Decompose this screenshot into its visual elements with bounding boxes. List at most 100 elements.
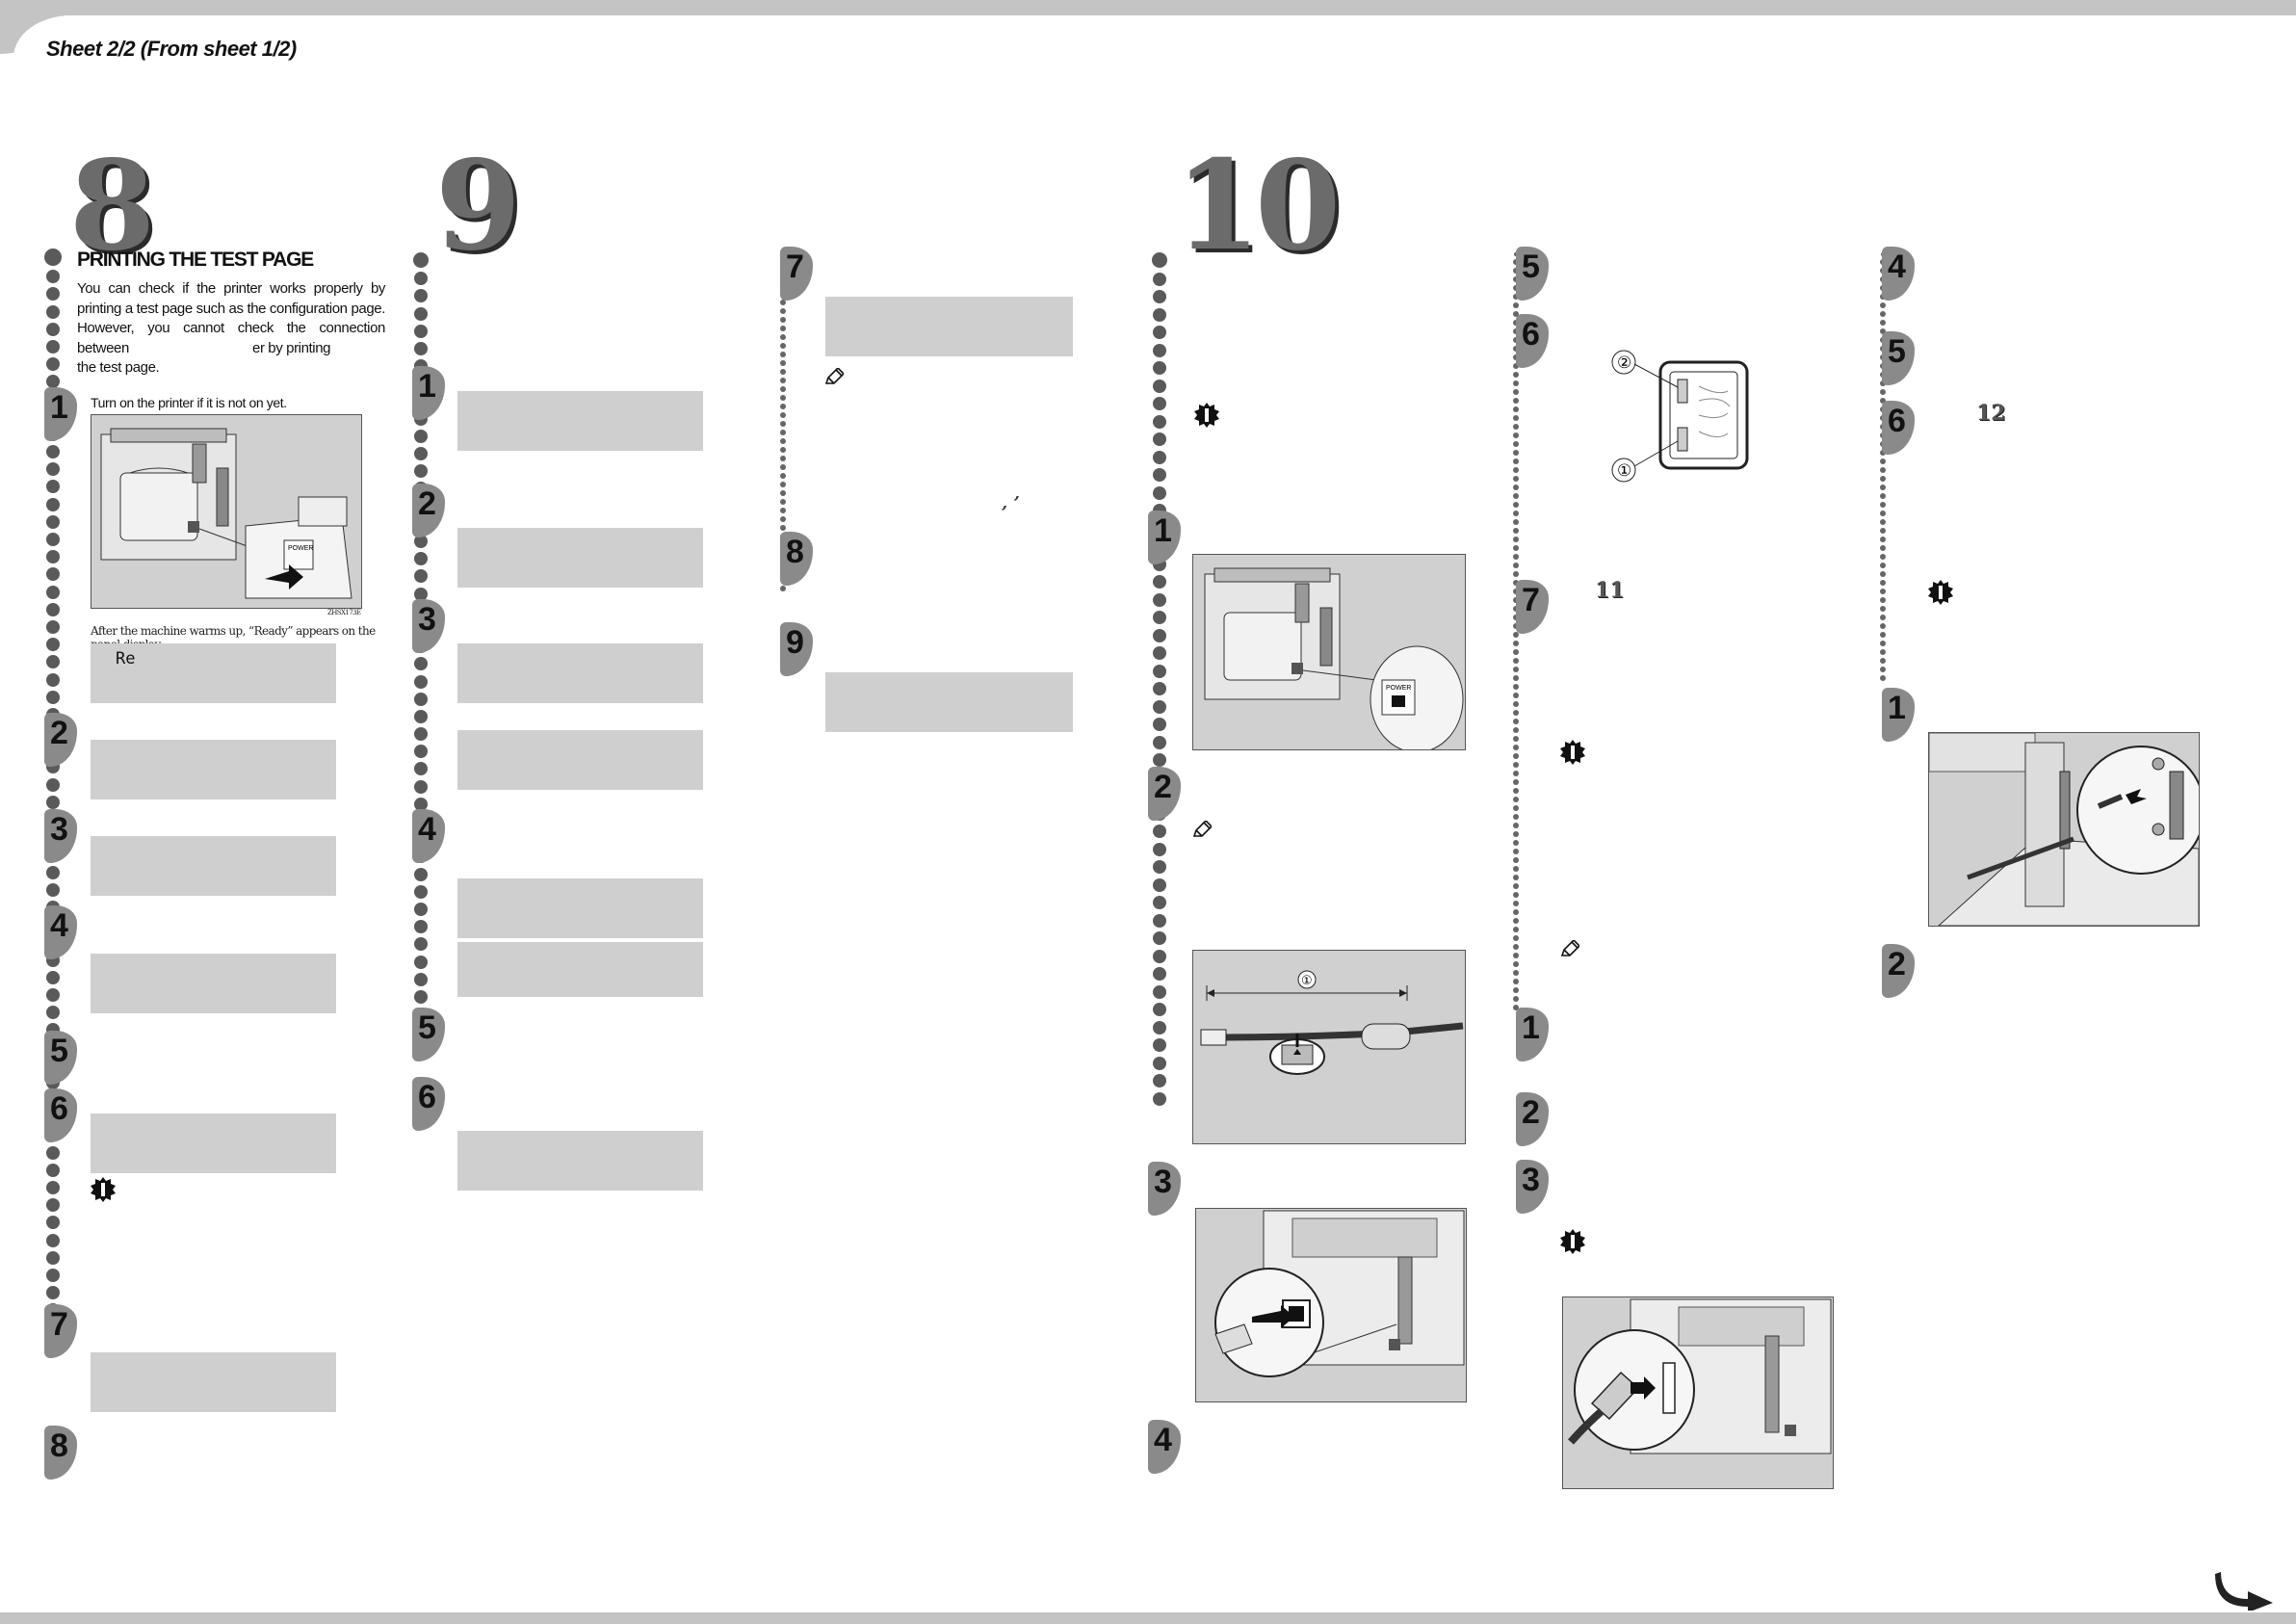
decorative-dot — [1513, 788, 1519, 794]
decorative-dot — [780, 360, 786, 366]
cable-length-label: ① — [1301, 974, 1313, 988]
decorative-dot — [780, 326, 786, 331]
decorative-dot — [1153, 290, 1166, 303]
decorative-dot — [46, 690, 60, 704]
decorative-dot — [1513, 719, 1519, 724]
decorative-dot — [1153, 967, 1166, 981]
decorative-dot — [414, 341, 428, 355]
step-badge: 6 — [412, 1077, 445, 1131]
decorative-dot — [1513, 987, 1519, 993]
display-box — [457, 730, 703, 790]
step-badge: 7 — [44, 1304, 77, 1358]
decorative-dot — [1153, 575, 1166, 589]
decorative-dot — [1153, 343, 1166, 357]
decorative-dot — [780, 508, 786, 513]
note-pencil-icon — [824, 368, 844, 384]
display-box — [457, 942, 703, 997]
decorative-dot — [1513, 563, 1519, 568]
decorative-dot — [46, 445, 60, 459]
step-badge: 3 — [1148, 1162, 1181, 1216]
dot-column-section-10c — [1880, 252, 1886, 684]
sheet-label: Sheet 2/2 (From sheet 1/2) — [46, 37, 297, 61]
decorative-dot — [46, 882, 60, 897]
decorative-dot — [1513, 701, 1519, 707]
decorative-dot — [1153, 646, 1166, 660]
decorative-dot — [1153, 611, 1166, 624]
decorative-dot — [414, 920, 428, 934]
important-icon — [1928, 580, 1953, 605]
decorative-dot — [414, 937, 428, 952]
decorative-dot — [1153, 877, 1166, 892]
step-badge: 5 — [44, 1031, 77, 1085]
decorative-dot — [780, 352, 786, 357]
decorative-dot — [414, 552, 428, 566]
step-badge: 1 — [1148, 511, 1181, 564]
display-box — [91, 1113, 336, 1173]
key-glyphs: ‚ ’ — [1002, 493, 1020, 513]
decorative-dot — [1880, 563, 1886, 568]
step-badge: 4 — [1148, 1420, 1181, 1474]
decorative-dot — [780, 447, 786, 453]
decorative-dot — [1513, 866, 1519, 872]
decorative-dot — [46, 672, 60, 687]
decorative-dot — [1513, 398, 1519, 404]
step-1-text: Turn on the printer if it is not on yet. — [91, 395, 287, 410]
decorative-dot — [780, 404, 786, 409]
decorative-dot — [414, 324, 428, 338]
next-page-arrow-icon[interactable] — [2215, 1566, 2277, 1611]
reference-number-12: 12 — [1976, 401, 2006, 426]
decorative-dot — [46, 1198, 60, 1213]
intro-line: printing a test page such as the configu… — [77, 300, 385, 317]
decorative-dot — [414, 727, 428, 742]
decorative-dot — [1513, 372, 1519, 378]
important-icon — [1560, 1229, 1585, 1254]
decorative-dot — [1880, 589, 1886, 594]
decorative-dot — [1513, 415, 1519, 421]
decorative-dot — [1153, 825, 1166, 838]
step-badge: 2 — [44, 713, 77, 767]
section-number-8: 8 — [69, 134, 155, 278]
step-badge: 1 — [1882, 688, 1915, 742]
decorative-dot — [780, 430, 786, 435]
decorative-dot — [46, 1006, 60, 1020]
display-box — [91, 1352, 336, 1412]
decorative-dot — [1513, 649, 1519, 655]
decorative-dot — [1153, 379, 1166, 393]
step-badge: 1 — [44, 387, 77, 441]
decorative-dot — [1513, 571, 1519, 577]
step-badge: 7 — [1516, 580, 1549, 634]
port-label-2: ② — [1617, 354, 1631, 373]
decorative-dot — [1153, 485, 1166, 500]
decorative-dot — [1153, 272, 1166, 286]
display-message-box: Re — [91, 643, 336, 703]
display-box — [825, 672, 1073, 732]
display-box — [457, 1131, 703, 1191]
decorative-dot — [780, 499, 786, 505]
section-number-9: 9 — [435, 134, 521, 278]
decorative-dot — [1513, 554, 1519, 560]
decorative-dot — [46, 638, 60, 652]
decorative-dot — [780, 516, 786, 522]
decorative-dot — [46, 777, 60, 792]
decorative-dot — [1880, 615, 1886, 620]
intro-line: However, you cannot check the connection — [77, 320, 385, 336]
decorative-dot — [1153, 913, 1166, 928]
decorative-dot — [1880, 302, 1886, 308]
dot-column-section-10a — [1152, 252, 1167, 1110]
top-border-bar — [0, 0, 2296, 15]
decorative-dot — [46, 1145, 60, 1160]
printer-power-figure-2: POWER — [1192, 554, 1466, 750]
decorative-dot — [1513, 823, 1519, 828]
ethernet-port-illustration — [1214, 1210, 1465, 1377]
intro-line: the test page. — [77, 359, 160, 376]
decorative-dot — [1152, 252, 1167, 268]
decorative-dot — [1513, 675, 1519, 681]
printer-power-illustration: POWER — [100, 428, 352, 599]
decorative-dot — [1513, 909, 1519, 915]
decorative-dot — [780, 300, 786, 305]
decorative-dot — [46, 1250, 60, 1265]
decorative-dot — [780, 482, 786, 487]
decorative-dot — [780, 456, 786, 461]
decorative-dot — [1880, 389, 1886, 395]
display-box — [457, 878, 703, 938]
